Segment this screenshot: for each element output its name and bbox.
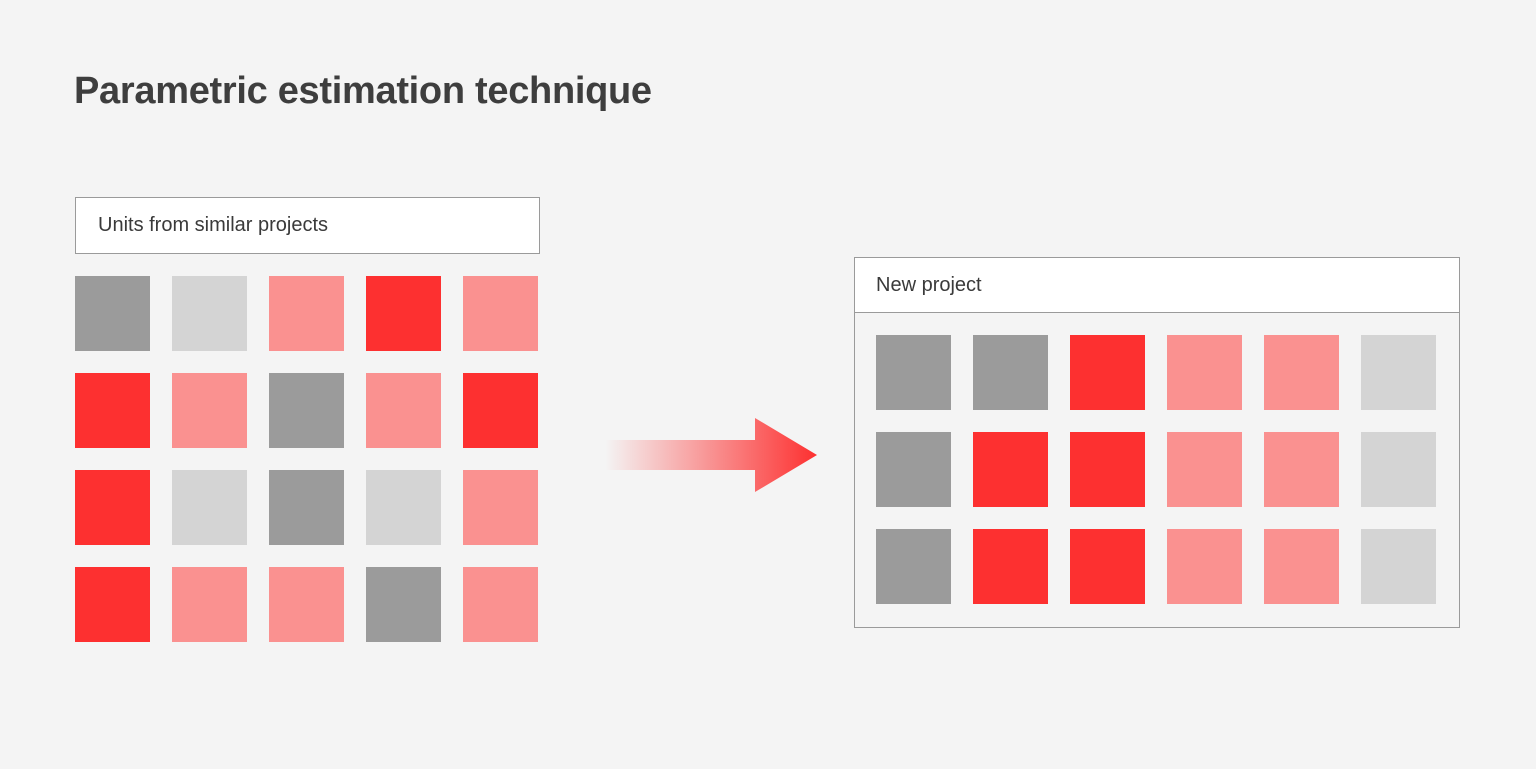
source-unit-cell	[75, 276, 150, 351]
source-unit-cell	[463, 567, 538, 642]
source-unit-cell	[269, 373, 344, 448]
source-unit-cell	[172, 567, 247, 642]
target-unit-cell	[1264, 335, 1339, 410]
source-unit-cell	[463, 276, 538, 351]
source-unit-cell	[366, 373, 441, 448]
source-unit-grid	[75, 276, 538, 642]
source-panel: Units from similar projects	[75, 197, 540, 642]
source-panel-header: Units from similar projects	[75, 197, 540, 254]
target-unit-cell	[1264, 529, 1339, 604]
source-unit-cell	[366, 276, 441, 351]
source-unit-cell	[269, 567, 344, 642]
target-unit-cell	[876, 335, 951, 410]
target-unit-cell	[1264, 432, 1339, 507]
source-unit-cell	[463, 470, 538, 545]
transform-arrow	[605, 418, 817, 492]
source-unit-cell	[75, 470, 150, 545]
target-panel: New project	[854, 257, 1460, 628]
target-panel-header-label: New project	[876, 273, 982, 296]
target-unit-grid	[876, 335, 1436, 604]
target-unit-cell	[1070, 529, 1145, 604]
source-unit-cell	[269, 470, 344, 545]
source-unit-cell	[75, 567, 150, 642]
target-unit-cell	[1070, 432, 1145, 507]
target-unit-cell	[973, 432, 1048, 507]
target-unit-cell	[1361, 432, 1436, 507]
target-unit-cell	[973, 529, 1048, 604]
target-unit-cell	[876, 529, 951, 604]
source-unit-cell	[366, 567, 441, 642]
source-unit-cell	[172, 276, 247, 351]
target-unit-cell	[973, 335, 1048, 410]
page-title: Parametric estimation technique	[74, 70, 652, 112]
target-panel-body	[854, 313, 1460, 628]
target-unit-cell	[1070, 335, 1145, 410]
target-unit-cell	[1361, 529, 1436, 604]
source-unit-cell	[463, 373, 538, 448]
target-unit-cell	[1361, 335, 1436, 410]
target-unit-cell	[1167, 335, 1242, 410]
source-unit-cell	[269, 276, 344, 351]
arrow-right-icon	[605, 418, 817, 492]
target-unit-cell	[1167, 529, 1242, 604]
target-panel-header: New project	[854, 257, 1460, 313]
source-unit-cell	[366, 470, 441, 545]
source-unit-cell	[172, 373, 247, 448]
target-unit-cell	[1167, 432, 1242, 507]
source-unit-cell	[172, 470, 247, 545]
source-unit-cell	[75, 373, 150, 448]
target-unit-cell	[876, 432, 951, 507]
source-panel-header-label: Units from similar projects	[98, 214, 329, 236]
